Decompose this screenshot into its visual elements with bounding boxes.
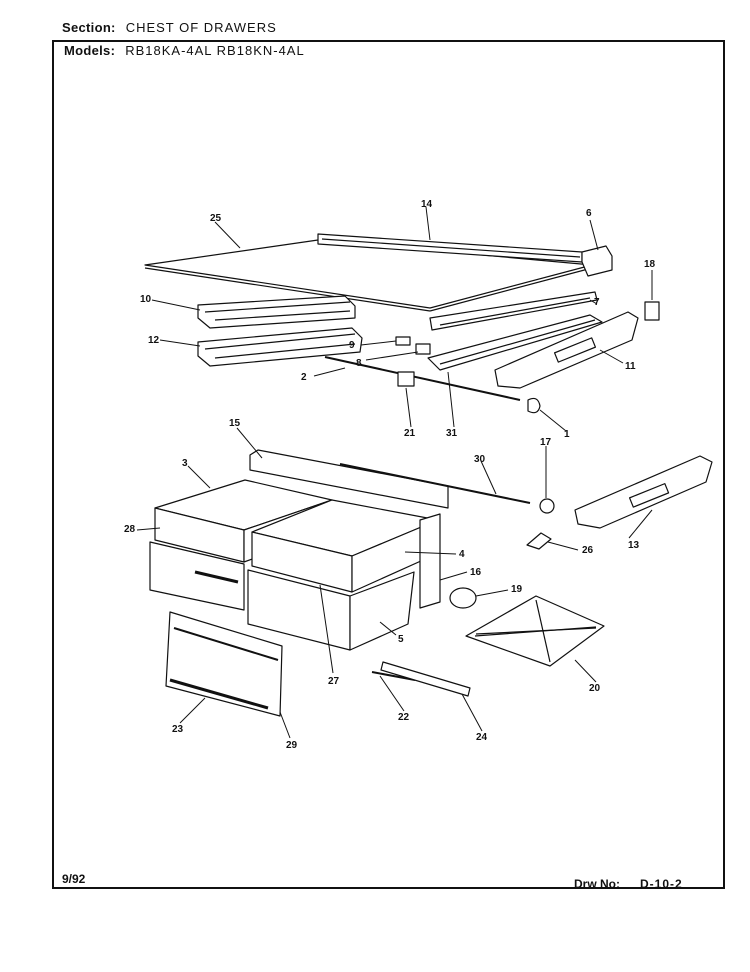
part-18 [644,301,660,321]
drawing-number-label: Drw No: [574,877,620,891]
callout-14: 14 [421,199,433,210]
callout-30: 30 [474,454,486,465]
footer-date: 9/92 [62,872,86,886]
callout-13: 13 [628,540,640,551]
section-label: Section: [62,20,116,35]
part-19 [449,587,477,609]
part-rod-2 [324,356,521,401]
callout-28: 28 [124,524,136,535]
models-value: RB18KA-4AL RB18KN-4AL [125,43,305,58]
callout-31: 31 [446,428,458,439]
callout-24: 24 [476,732,488,743]
callout-5: 5 [398,634,404,645]
part-right-slide-upper [494,311,639,389]
part-rail-24 [380,661,471,697]
part-26 [526,532,552,550]
callout-8: 8 [356,358,362,369]
callout-22: 22 [398,712,410,723]
callout-9: 9 [349,340,355,351]
callout-labels: 25 14 6 18 10 12 7 9 8 2 11 21 31 1 15 3… [124,199,656,751]
callout-11: 11 [625,361,636,372]
part-clip-8 [415,343,431,355]
part-rod-30 [339,463,531,504]
part-front-panel [165,611,283,717]
part-frame-16 [419,513,441,609]
part-left-rail-upper [197,295,356,329]
callout-27: 27 [328,676,340,687]
callout-18: 18 [644,259,656,270]
section-value: CHEST OF DRAWERS [125,20,277,35]
part-right-lower-drawer [247,569,415,651]
part-17 [539,498,555,514]
callout-3: 3 [182,458,188,469]
callout-26: 26 [582,545,594,556]
callout-23: 23 [172,724,184,735]
callout-7: 7 [594,297,600,308]
part-1 [527,397,541,414]
footer-drawing-number: Drw No: D-10-2 [574,877,683,891]
part-21 [397,371,415,387]
models-header: Models: RB18KA-4AL RB18KN-4AL [64,43,305,58]
callout-20: 20 [589,683,601,694]
callout-21: 21 [404,428,416,439]
part-end-cap [581,245,613,277]
callout-12: 12 [148,335,160,346]
part-track [427,314,603,371]
callout-17: 17 [540,437,552,448]
callout-6: 6 [586,208,592,219]
part-trim-23 [169,678,269,710]
callout-29: 29 [286,740,298,751]
part-rod-22 [371,671,416,681]
callout-4: 4 [459,549,465,560]
callout-15: 15 [229,418,241,429]
callout-10: 10 [140,294,152,305]
models-label: Models: [64,43,116,58]
callout-25: 25 [210,213,222,224]
part-side-rail [429,291,598,331]
drawing-number-value: D-10-2 [640,877,683,891]
part-tray-20 [465,595,605,667]
section-header: Section: CHEST OF DRAWERS [62,20,277,35]
part-right-slide-lower [574,455,713,529]
callout-2: 2 [301,372,307,383]
part-clip-9 [395,336,411,346]
diagram-frame [52,40,725,889]
callout-16: 16 [470,567,482,578]
part-left-lower-drawer [149,541,245,611]
part-left-rail-lower [197,327,363,367]
callout-19: 19 [511,584,523,595]
leader-lines [136,206,653,739]
callout-1: 1 [564,429,570,440]
